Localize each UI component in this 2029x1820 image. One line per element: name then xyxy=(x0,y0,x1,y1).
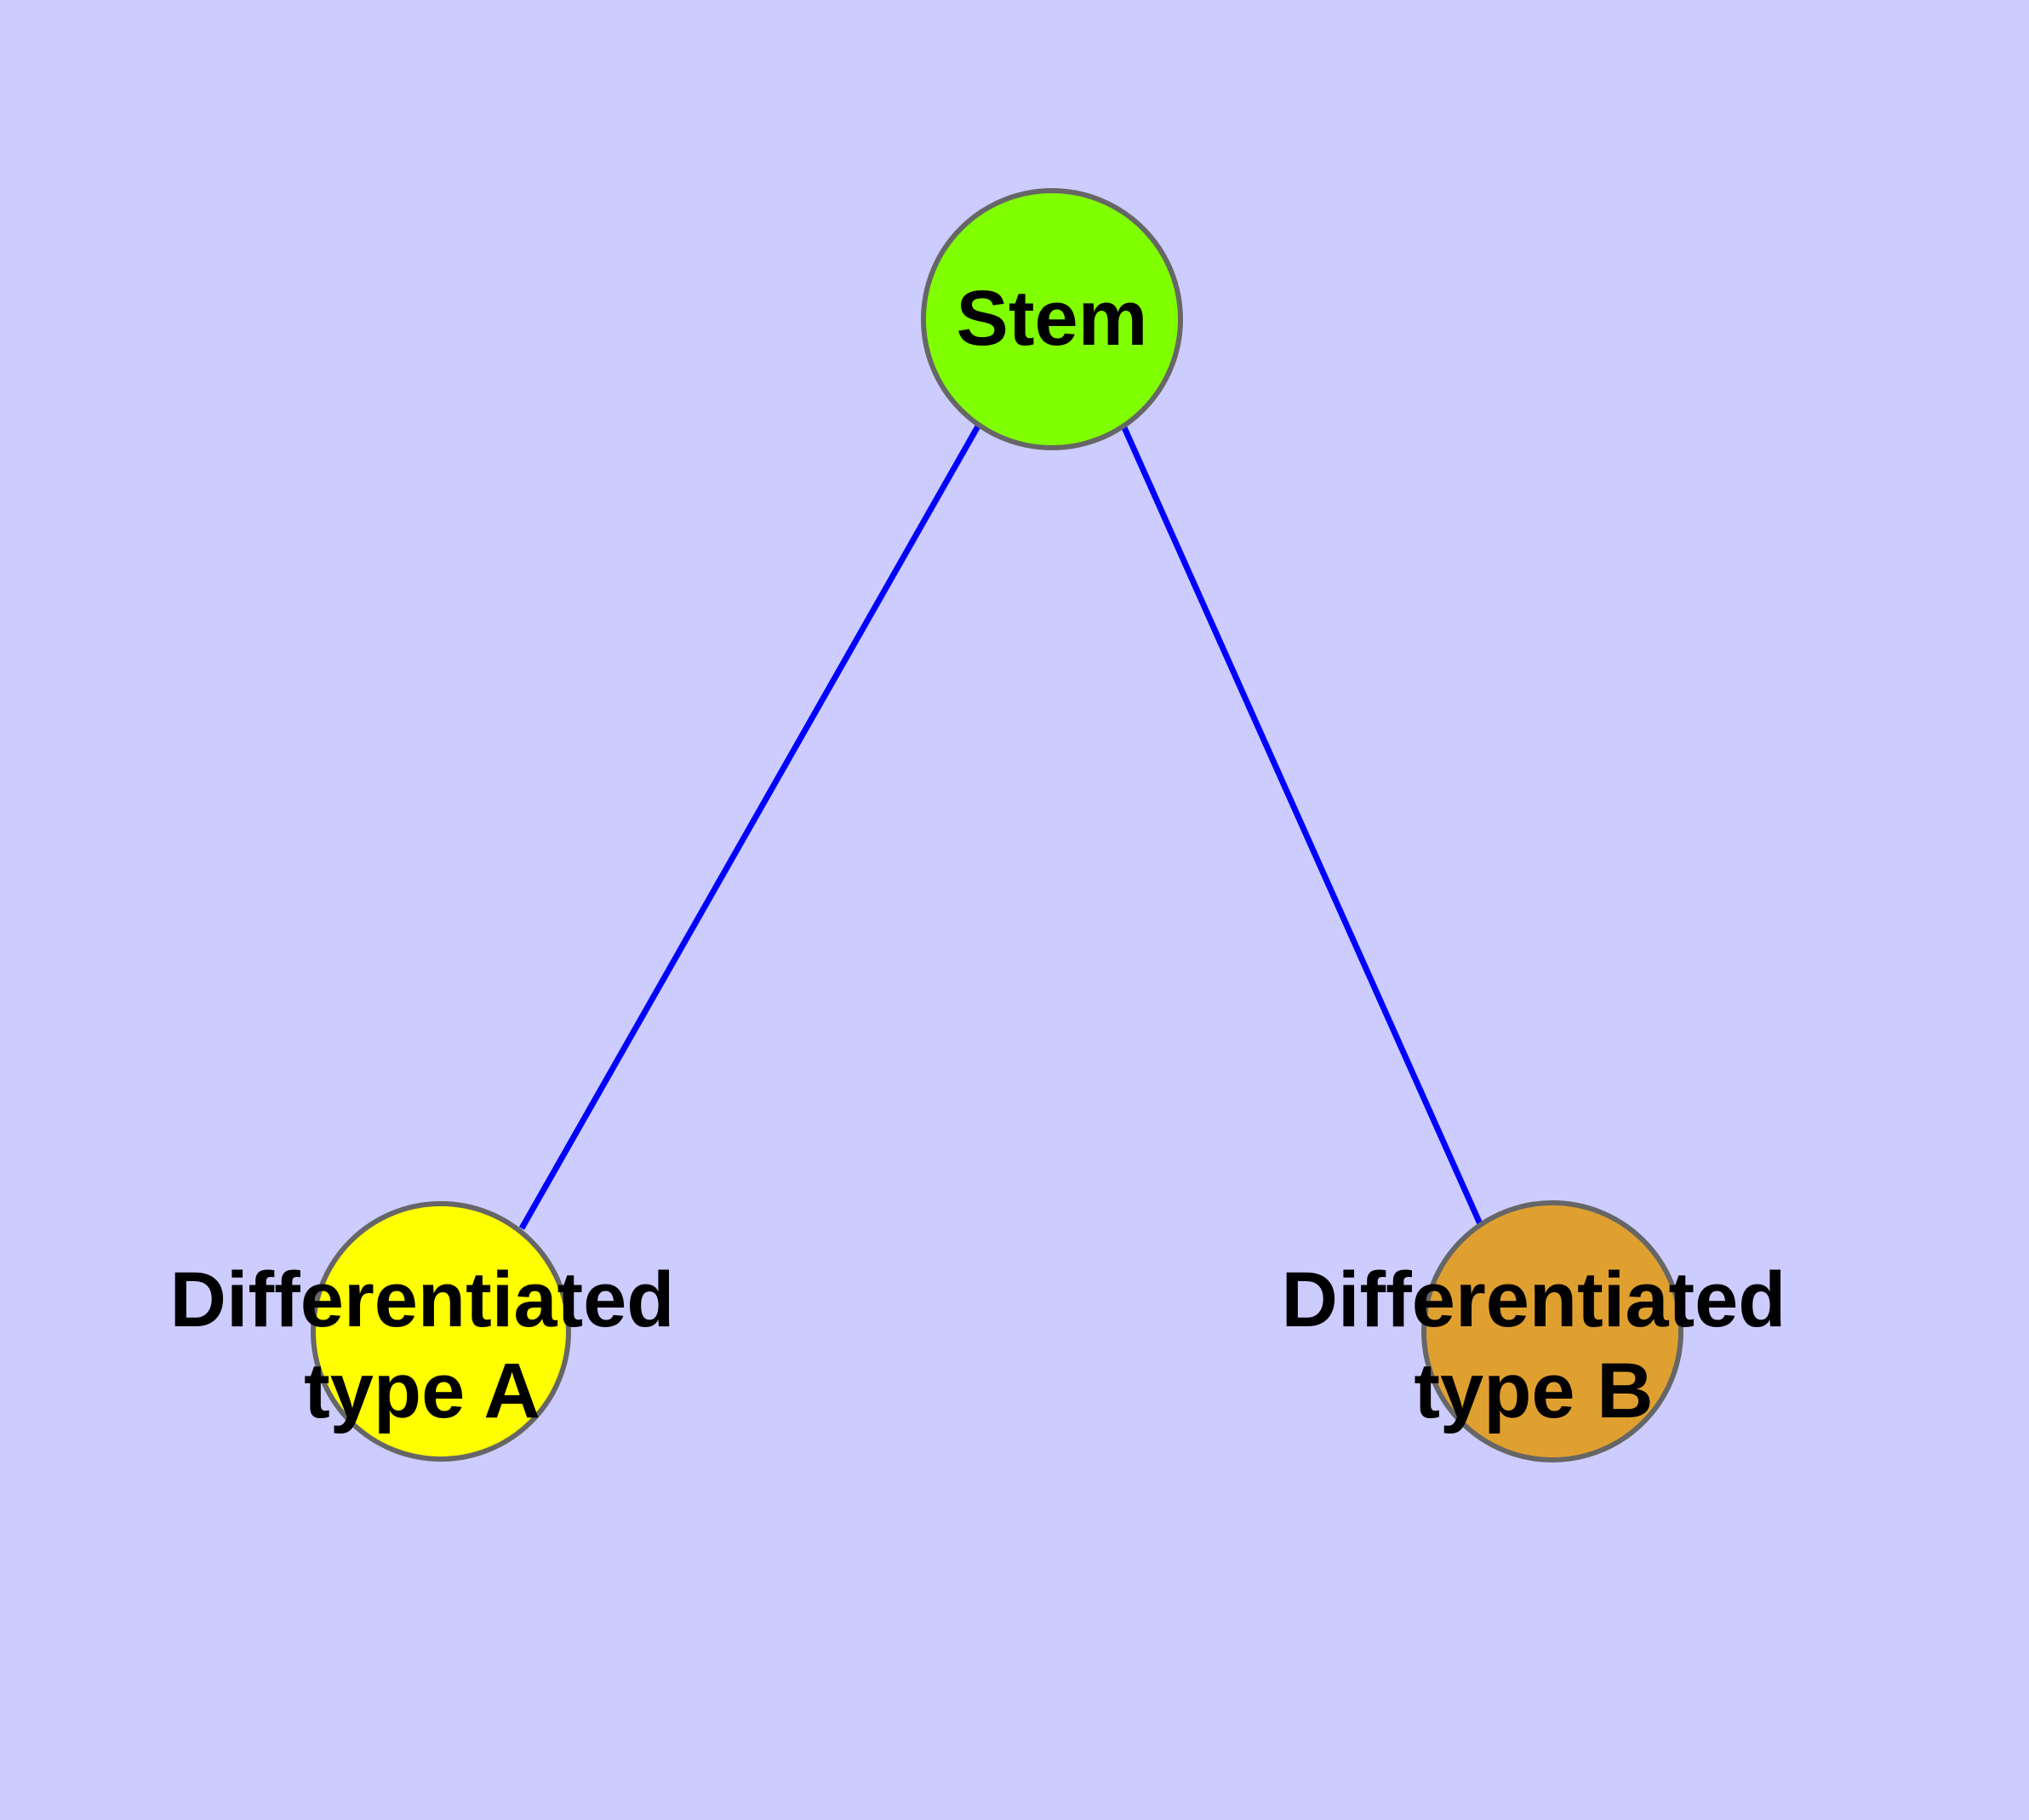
node-stem[interactable] xyxy=(921,188,1183,450)
node-diff-b-circle[interactable] xyxy=(1421,1200,1683,1462)
node-layer xyxy=(311,188,1683,1462)
node-diff-a-circle[interactable] xyxy=(311,1201,571,1462)
node-diff-b[interactable] xyxy=(1421,1200,1683,1462)
edge-stem-to-diff-a[interactable] xyxy=(518,423,982,1230)
node-stem-circle[interactable] xyxy=(921,188,1183,450)
node-diff-b-label-line2: type B xyxy=(1414,1348,1653,1434)
node-stem-label: Stem xyxy=(957,275,1148,362)
node-diff-b-label-line1: Differentiated xyxy=(1282,1256,1786,1343)
label-layer: Stem Differentiated type A Differentiate… xyxy=(170,275,1786,1434)
node-diff-a-label-line1: Differentiated xyxy=(170,1256,675,1343)
edge-layer xyxy=(518,423,1484,1230)
node-diff-a-label-line2: type A xyxy=(304,1348,540,1434)
edge-stem-to-diff-b[interactable] xyxy=(1120,424,1484,1228)
node-diff-a[interactable] xyxy=(311,1201,571,1462)
